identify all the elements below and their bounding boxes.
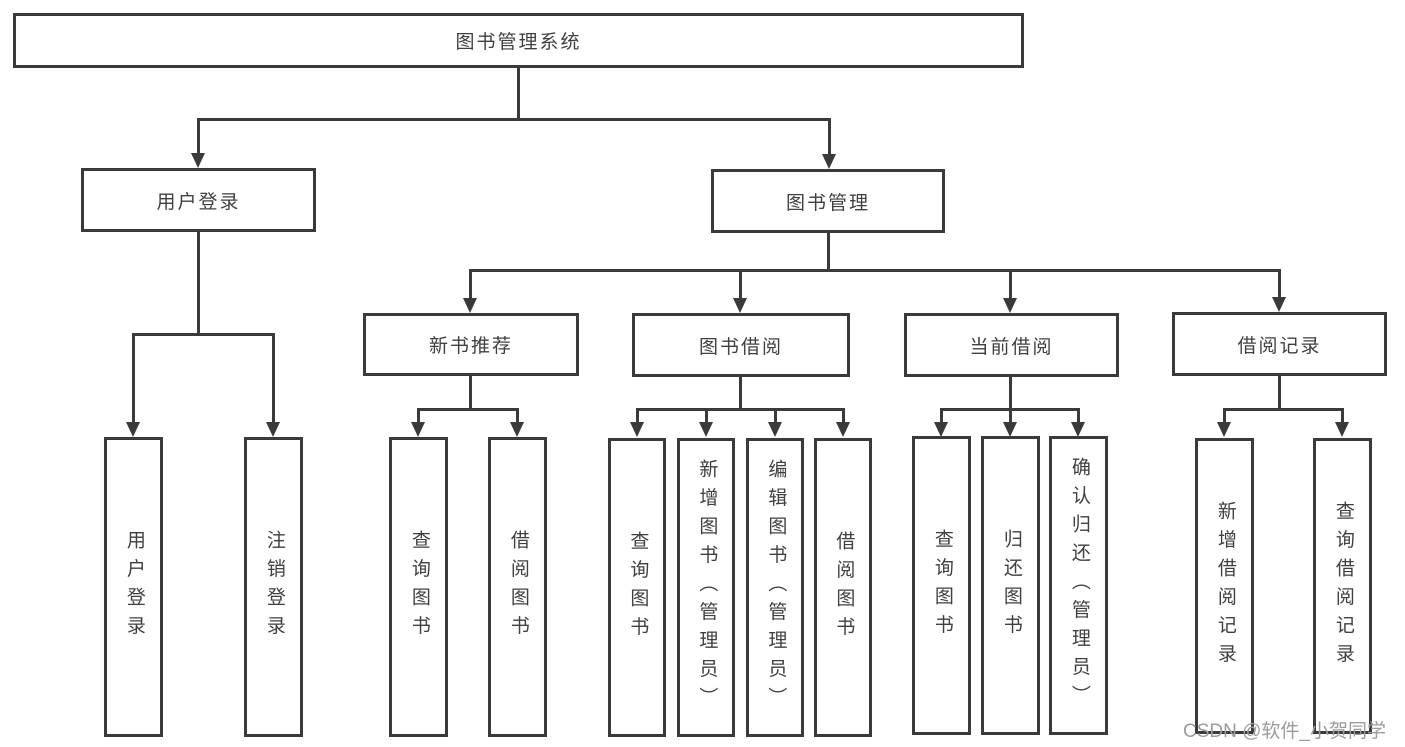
connector-arrow-user-login-stem [197, 118, 200, 154]
leaf-records-query-label: 查询借阅记录 [1332, 500, 1354, 672]
connector-new-books-stem [469, 376, 472, 411]
leaf-records-query: 查询借阅记录 [1313, 438, 1372, 734]
arrow-to-leaf-d3 [1071, 422, 1085, 437]
leaf-current-query: 查询图书 [912, 436, 971, 735]
node-current-borrow: 当前借阅 [904, 313, 1119, 377]
csdn-watermark: CSDN @软件_小贺同学 [1183, 721, 1386, 742]
arrow-to-book-borrow [733, 298, 747, 313]
arrow-to-leaf-c1 [630, 422, 644, 437]
node-book-mgmt-label: 图书管理 [785, 192, 870, 214]
arrow-to-leaf-c3 [768, 422, 782, 437]
connector-current-borrow-stem [1009, 377, 1012, 411]
leaf-borrow-add-admin-label: 新增图书（管理员） [696, 459, 718, 716]
node-new-books-label: 新书推荐 [428, 336, 513, 357]
leaf-current-query-label: 查询图书 [931, 528, 953, 643]
node-root-label: 图书管理系统 [455, 32, 582, 53]
connector-level3-hline [469, 269, 1280, 272]
node-new-books: 新书推荐 [363, 313, 579, 376]
leaf-borrow-book: 借阅图书 [814, 438, 872, 737]
arrow-to-book-mgmt [822, 154, 836, 169]
leaf-logout: 注销登录 [244, 437, 303, 737]
leaf-records-add: 新增借阅记录 [1195, 438, 1254, 734]
arrow-to-leaf-c4 [836, 422, 850, 437]
connector-arrow-leaf-a1-stem [132, 333, 135, 422]
arrow-to-leaf-c2 [699, 422, 713, 437]
node-book-borrow: 图书借阅 [632, 313, 850, 377]
connector-arrow-e1-stem [1223, 408, 1226, 423]
arrow-to-leaf-b1 [411, 422, 425, 437]
connector-arrow-d2-stem [1009, 408, 1012, 423]
leaf-borrow-query: 查询图书 [608, 438, 666, 737]
node-book-borrow-label: 图书借阅 [698, 336, 783, 358]
connector-arrow-c2-stem [705, 408, 708, 423]
arrow-to-leaf-e2 [1335, 422, 1349, 437]
leaf-borrow-query-label: 查询图书 [627, 530, 649, 645]
connector-borrow-records-stem [1278, 376, 1281, 411]
leaf-current-return: 归还图书 [981, 436, 1040, 735]
leaf-borrow-add-admin: 新增图书（管理员） [677, 438, 735, 737]
connector-arrow-book-mgmt-stem [828, 118, 831, 155]
node-borrow-records: 借阅记录 [1172, 312, 1387, 376]
connector-book-mgmt-stem [827, 233, 830, 271]
leaf-borrow-book-label: 借阅图书 [833, 530, 855, 645]
connector-arrow-borrow-records-stem [1278, 269, 1281, 298]
arrow-to-leaf-d1 [934, 422, 948, 437]
leaf-new-books-query-label: 查询图书 [408, 530, 430, 644]
connector-root-stem [517, 68, 520, 120]
arrow-to-current-borrow [1003, 298, 1017, 313]
leaf-current-return-label: 归还图书 [1000, 528, 1022, 643]
leaf-current-confirm-admin-label: 确认归还（管理员） [1068, 457, 1090, 714]
leaf-logout-label: 注销登录 [263, 530, 285, 644]
connector-book-borrow-stem [739, 377, 742, 411]
connector-arrow-book-borrow-stem [739, 269, 742, 299]
arrow-to-leaf-b2 [510, 422, 524, 437]
connector-user-login-hline [132, 333, 275, 336]
arrow-to-new-books [463, 298, 477, 313]
leaf-borrow-edit-admin: 编辑图书（管理员） [746, 438, 804, 737]
leaf-current-confirm-admin: 确认归还（管理员） [1049, 436, 1108, 735]
connector-new-books-hline [417, 408, 519, 411]
leaf-borrow-edit-admin-label: 编辑图书（管理员） [765, 459, 787, 716]
connector-book-borrow-hline [636, 408, 845, 411]
connector-arrow-c4-stem [842, 408, 845, 423]
node-borrow-records-label: 借阅记录 [1237, 335, 1322, 357]
connector-arrow-leaf-a2-stem [272, 333, 275, 422]
arrow-to-leaf-d2 [1003, 422, 1017, 437]
node-book-mgmt: 图书管理 [711, 169, 945, 233]
leaf-new-books-query: 查询图书 [389, 437, 448, 737]
connector-arrow-b1-stem [417, 408, 420, 423]
connector-arrow-new-books-stem [469, 269, 472, 299]
arrow-to-user-login [191, 153, 205, 168]
connector-arrow-d3-stem [1077, 408, 1080, 423]
node-root-system: 图书管理系统 [13, 13, 1024, 68]
leaf-new-books-borrow-label: 借阅图书 [507, 530, 529, 644]
arrow-to-leaf-logout [266, 422, 280, 437]
leaf-records-add-label: 新增借阅记录 [1214, 500, 1236, 672]
connector-arrow-c1-stem [636, 408, 639, 423]
connector-arrow-c3-stem [774, 408, 777, 423]
arrow-to-leaf-e1 [1217, 422, 1231, 437]
node-user-login-label: 用户登录 [156, 191, 241, 213]
leaf-user-login-label: 用户登录 [123, 530, 145, 644]
connector-borrow-records-hline [1223, 408, 1344, 411]
node-user-login: 用户登录 [81, 168, 316, 232]
connector-user-login-stem [197, 232, 200, 336]
arrow-to-leaf-login [126, 422, 140, 437]
leaf-user-login: 用户登录 [104, 437, 163, 737]
connector-arrow-e2-stem [1341, 408, 1344, 423]
arrow-to-borrow-records [1272, 297, 1286, 312]
connector-level2-hline [197, 118, 831, 121]
leaf-new-books-borrow: 借阅图书 [488, 437, 547, 737]
connector-arrow-d1-stem [940, 408, 943, 423]
connector-arrow-current-borrow-stem [1009, 269, 1012, 299]
connector-arrow-b2-stem [516, 408, 519, 423]
node-current-borrow-label: 当前借阅 [969, 336, 1054, 358]
